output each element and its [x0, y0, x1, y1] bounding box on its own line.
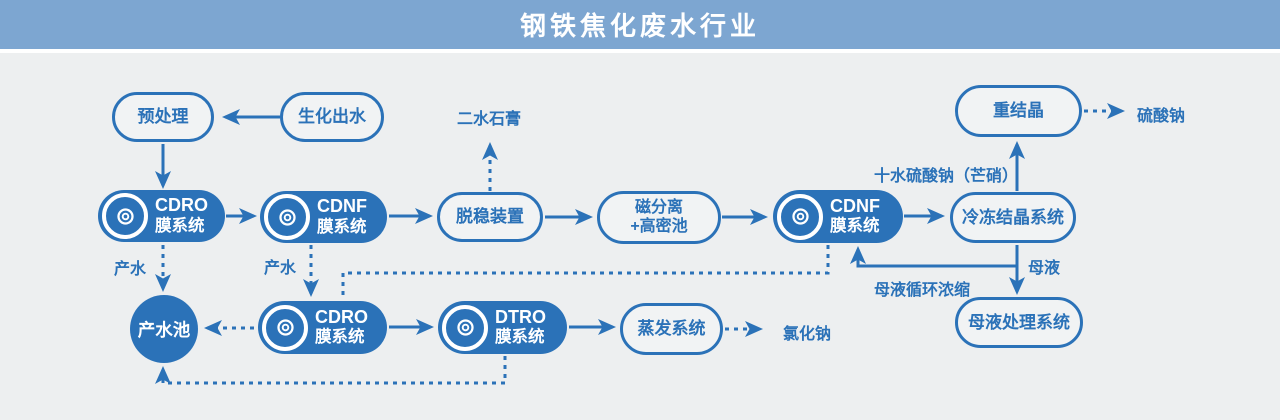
- node-label-zh: 膜系统: [830, 217, 880, 236]
- node-label: 产水池: [137, 319, 191, 340]
- label-glauber-salt: 十水硫酸钠（芒硝）: [874, 168, 1019, 185]
- node-label: 蒸发系统: [637, 319, 706, 339]
- node-label-line2: +高密池: [630, 217, 688, 235]
- node-label-en: CDNF: [830, 195, 880, 216]
- label-dihydrate-gypsum: 二水石膏: [457, 111, 522, 128]
- node-label: CDNF 膜系统: [317, 196, 367, 237]
- node-label: 脱稳装置: [456, 207, 524, 227]
- node-cdnf-membrane-2: CDNF 膜系统: [773, 190, 903, 243]
- membrane-disc-icon: [442, 304, 488, 351]
- node-cdnf-membrane-1: CDNF 膜系统: [260, 191, 387, 243]
- edge-dtro-to-pool: [155, 356, 507, 385]
- node-label-en: DTRO: [495, 306, 546, 327]
- page-title: 钢铁焦化废水行业: [519, 11, 760, 41]
- label-sodium-sulfate: 硫酸钠: [1137, 108, 1186, 125]
- node-cdro-membrane-1: CDRO 膜系统: [98, 190, 225, 242]
- node-label: 重结晶: [993, 101, 1044, 121]
- node-label-en: CDRO: [155, 195, 208, 216]
- edge-mother-liquor-recycle-to-cdnf2: [850, 246, 1017, 268]
- node-freeze-crystallization: 冷冻结晶系统: [950, 192, 1076, 243]
- label-mother-liquor: 母液: [1028, 260, 1061, 277]
- node-label: 预处理: [137, 107, 189, 127]
- node-label: DTRO 膜系统: [495, 307, 546, 348]
- membrane-disc-icon: [264, 194, 310, 240]
- label-product-water-2: 产水: [264, 260, 297, 277]
- membrane-disc-icon: [102, 193, 148, 239]
- node-label: 生化出水: [298, 107, 366, 127]
- node-recrystallization: 重结晶: [955, 85, 1082, 137]
- node-label: CDNF 膜系统: [830, 196, 880, 237]
- node-magnetic-separation: 磁分离 +高密池: [597, 191, 721, 244]
- node-label-zh: 膜系统: [317, 217, 367, 236]
- node-mother-liquor-treatment: 母液处理系统: [955, 297, 1083, 348]
- membrane-disc-icon: [777, 193, 823, 240]
- label-sodium-chloride: 氯化钠: [783, 326, 832, 343]
- node-pretreatment: 预处理: [112, 92, 214, 142]
- node-label-zh: 膜系统: [315, 328, 365, 347]
- node-label-zh: 膜系统: [155, 216, 205, 235]
- edge-cdnf2-concentrate-to-cdro2: [341, 245, 830, 299]
- label-mother-liquor-recycle: 母液循环浓缩: [874, 282, 971, 299]
- node-label-line1: 磁分离: [634, 199, 683, 217]
- node-label: 磁分离 +高密池: [630, 199, 687, 236]
- membrane-disc-icon: [262, 304, 308, 351]
- node-label-zh: 膜系统: [495, 328, 545, 347]
- node-label: CDRO 膜系统: [155, 195, 208, 236]
- node-destabilization: 脱稳装置: [437, 192, 543, 242]
- node-evaporation: 蒸发系统: [620, 303, 723, 355]
- node-dtro-membrane: DTRO 膜系统: [438, 301, 567, 354]
- label-product-water-1: 产水: [114, 261, 147, 278]
- node-label-en: CDNF: [317, 196, 367, 217]
- node-cdro-membrane-2: CDRO 膜系统: [258, 301, 387, 354]
- node-label: 冷冻结晶系统: [962, 207, 1064, 227]
- node-biochemical-effluent: 生化出水: [280, 92, 384, 142]
- header-bar: 钢铁焦化废水行业: [0, 0, 1280, 53]
- node-label: CDRO 膜系统: [315, 307, 368, 348]
- node-product-water-pool: 产水池: [130, 295, 198, 363]
- node-label-en: CDRO: [315, 306, 368, 327]
- node-label: 母液处理系统: [968, 312, 1070, 332]
